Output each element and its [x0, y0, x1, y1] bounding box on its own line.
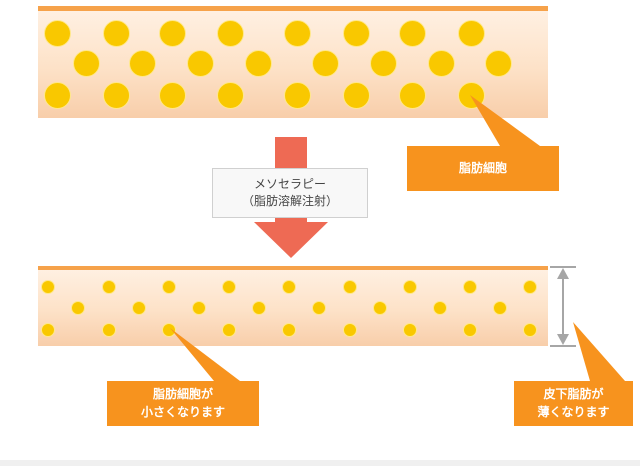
fat-cell	[342, 19, 370, 47]
small-fat-cell	[282, 280, 296, 294]
fat-cell	[283, 81, 311, 109]
small-fat-cell	[222, 323, 236, 337]
fat-cell	[484, 49, 512, 77]
small-fat-cell	[433, 301, 447, 315]
callout-fat-cells: 脂肪細胞	[407, 146, 559, 191]
footer-divider	[0, 460, 640, 466]
fat-cell	[43, 19, 71, 47]
small-fat-cell	[192, 301, 206, 315]
fat-cell	[398, 19, 426, 47]
small-fat-cell	[403, 323, 417, 337]
fat-cell	[102, 81, 130, 109]
small-fat-cell	[312, 301, 326, 315]
skin-edge-line	[38, 6, 548, 11]
process-subname: （脂肪溶解注射）	[241, 194, 338, 208]
small-fat-cell	[132, 301, 146, 315]
fat-cell	[342, 81, 370, 109]
callout-thinner-skin: 皮下脂肪が 薄くなります	[514, 381, 633, 426]
fat-cell	[283, 19, 311, 47]
fat-cell	[216, 19, 244, 47]
process-label: メソセラピー （脂肪溶解注射）	[212, 168, 368, 218]
callout-smaller-cells-line2: 小さくなります	[140, 405, 225, 419]
small-fat-cell	[162, 323, 176, 337]
fat-cell	[216, 81, 244, 109]
fat-cell	[398, 81, 426, 109]
fat-cell	[244, 49, 272, 77]
fat-cell	[311, 49, 339, 77]
small-fat-cell	[373, 301, 387, 315]
process-name: メソセラピー	[253, 177, 326, 191]
fat-cell	[72, 49, 100, 77]
small-fat-cell	[523, 280, 537, 294]
fat-cell	[158, 19, 186, 47]
small-fat-cell	[102, 323, 116, 337]
small-fat-cell	[343, 280, 357, 294]
small-fat-cell	[162, 280, 176, 294]
fat-cell	[457, 19, 485, 47]
small-fat-cell	[252, 301, 266, 315]
small-fat-cell	[102, 280, 116, 294]
fat-cell	[158, 81, 186, 109]
fat-cell	[186, 49, 214, 77]
fat-cell	[43, 81, 71, 109]
callout-fat-cells-text: 脂肪細胞	[458, 161, 507, 175]
small-fat-cell	[463, 323, 477, 337]
callout-thinner-skin-line1: 皮下脂肪が	[543, 387, 604, 401]
callout-smaller-cells-line1: 脂肪細胞が	[152, 387, 213, 401]
fat-cell	[427, 49, 455, 77]
skin-edge-line	[38, 266, 548, 270]
small-fat-cell	[523, 323, 537, 337]
small-fat-cell	[41, 323, 55, 337]
small-fat-cell	[282, 323, 296, 337]
small-fat-cell	[403, 280, 417, 294]
callout-thinner-skin-line2: 薄くなります	[537, 405, 610, 419]
small-fat-cell	[41, 280, 55, 294]
small-fat-cell	[343, 323, 357, 337]
fat-cell	[102, 19, 130, 47]
fat-cell	[128, 49, 156, 77]
small-fat-cell	[493, 301, 507, 315]
small-fat-cell	[71, 301, 85, 315]
fat-layer-after	[38, 266, 548, 346]
fat-cell	[369, 49, 397, 77]
callout-smaller-cells: 脂肪細胞が 小さくなります	[107, 381, 259, 426]
small-fat-cell	[222, 280, 236, 294]
small-fat-cell	[463, 280, 477, 294]
fat-layer-before	[38, 6, 548, 118]
